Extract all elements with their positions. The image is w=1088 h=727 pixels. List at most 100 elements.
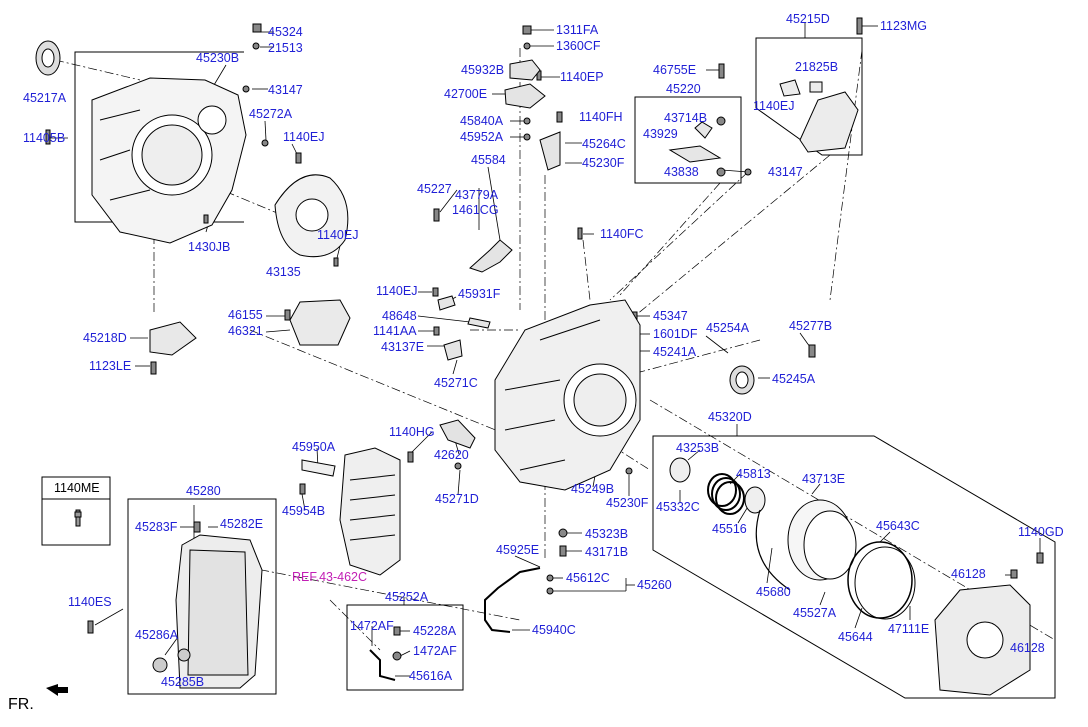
part-label: 45940C <box>532 623 576 637</box>
part-label: 45215D <box>786 12 830 26</box>
lever-45584 <box>469 239 513 273</box>
part-label: 1140EJ <box>283 130 325 144</box>
part-label: 45230B <box>196 51 240 65</box>
valve-body-45950A <box>301 447 401 576</box>
part-label: 1140GD <box>1018 525 1064 539</box>
leader-lines <box>50 22 1041 677</box>
part-label: 1601DF <box>653 327 698 341</box>
part-label: 45220 <box>666 82 701 96</box>
part-label: 43147 <box>768 165 803 179</box>
part-label: 45584 <box>471 153 506 167</box>
part-label: 45272A <box>249 107 293 121</box>
part-label: 1140HG <box>389 425 435 439</box>
reference-label: REF.43-462C <box>292 570 368 584</box>
part-label: 46128 <box>1010 641 1045 655</box>
shift-rod-48648 <box>437 295 491 361</box>
part-label: 1123MG <box>880 19 928 33</box>
oil-tube-45940C <box>484 567 541 633</box>
part-label: 45249B <box>571 482 615 496</box>
part-label: 45680 <box>756 585 791 599</box>
cover-47111E <box>934 584 1031 696</box>
part-label: 1430JB <box>188 240 231 254</box>
part-label: 45245A <box>772 372 816 386</box>
part-label: 1140EJ <box>317 228 359 242</box>
bracket-42620 <box>439 419 476 449</box>
part-label: 1140ES <box>68 595 112 609</box>
transmission-case-45241A <box>494 299 641 491</box>
part-label: 21513 <box>268 41 303 55</box>
mount-bracket-45215D <box>779 79 859 153</box>
deflector-43135 <box>274 174 349 258</box>
part-label: 48648 <box>382 309 417 323</box>
group-box-45252A <box>346 604 464 691</box>
inset-box-1140ME <box>41 476 111 546</box>
part-label: 1140EP <box>560 70 604 84</box>
part-label: 43929 <box>643 127 678 141</box>
part-label: 1123LE <box>89 359 132 373</box>
bolt-1140ME <box>74 511 82 527</box>
part-label: 45230F <box>606 496 649 510</box>
part-label: 1472AF <box>413 644 457 658</box>
part-label: 45230F <box>582 156 625 170</box>
part-label: 43171B <box>585 545 629 559</box>
hose-45616A <box>369 649 396 681</box>
detent-parts-45220 <box>668 121 722 163</box>
part-label: 1140EJ <box>753 99 795 113</box>
part-label: 45324 <box>268 25 303 39</box>
part-label: 1360CF <box>556 39 601 53</box>
part-label: 45527A <box>793 606 837 620</box>
part-label: 45241A <box>653 345 697 359</box>
part-label: 45218D <box>83 331 127 345</box>
part-label: 45286A <box>135 628 179 642</box>
part-label: 45644 <box>838 630 873 644</box>
part-label: 45954B <box>282 504 326 518</box>
part-label: 45260 <box>637 578 672 592</box>
part-label: 43714B <box>664 111 708 125</box>
part-label: 45840A <box>460 114 504 128</box>
part-label: 43779A <box>455 188 499 202</box>
part-label: 45217A <box>23 91 67 105</box>
group-box-45280 <box>127 498 277 695</box>
clutch-assembly-45320D <box>669 457 916 620</box>
part-label: 43713E <box>802 472 846 486</box>
part-label: 45950A <box>292 440 336 454</box>
part-label: 42700E <box>444 87 488 101</box>
oil-strainer-46321 <box>289 299 351 346</box>
group-box-45320D <box>652 435 1056 699</box>
part-label: 45285B <box>161 675 205 689</box>
part-label: 45320D <box>708 410 752 424</box>
part-label: 1140FH <box>579 110 623 124</box>
oil-seal-45245A <box>729 365 755 395</box>
part-label: 45616A <box>409 669 453 683</box>
part-label: 45227 <box>417 182 452 196</box>
transmission-case-45230B <box>91 77 247 244</box>
part-label: 1140FC <box>600 227 644 241</box>
part-label: 43135 <box>266 265 301 279</box>
small-fasteners <box>45 17 1044 661</box>
part-label: 45277B <box>789 319 833 333</box>
direction-label: FR. <box>8 696 34 713</box>
part-label: 21825B <box>795 60 839 74</box>
part-label: 46321 <box>228 324 263 338</box>
part-label: 45925E <box>496 543 540 557</box>
part-label: 45813 <box>736 467 771 481</box>
part-label: 1472AF <box>350 619 394 633</box>
part-label: 43147 <box>268 83 303 97</box>
group-box-45215D <box>755 37 863 156</box>
part-label: 46155 <box>228 308 263 322</box>
bracket-45218D <box>149 321 197 356</box>
part-label: 45612C <box>566 571 610 585</box>
part-label: 45264C <box>582 137 626 151</box>
part-label: 1141AA <box>373 324 417 338</box>
front-arrow-icon <box>46 684 68 696</box>
part-label: 45271C <box>434 376 478 390</box>
group-box-45220 <box>634 96 742 184</box>
part-label: 45643C <box>876 519 920 533</box>
part-label: 45932B <box>461 63 505 77</box>
part-label: 47111E <box>888 622 930 636</box>
part-label: 43137E <box>381 340 425 354</box>
part-label: 46128 <box>951 567 986 581</box>
inset-box-title: 1140ME <box>54 481 100 495</box>
part-label: 45254A <box>706 321 750 335</box>
